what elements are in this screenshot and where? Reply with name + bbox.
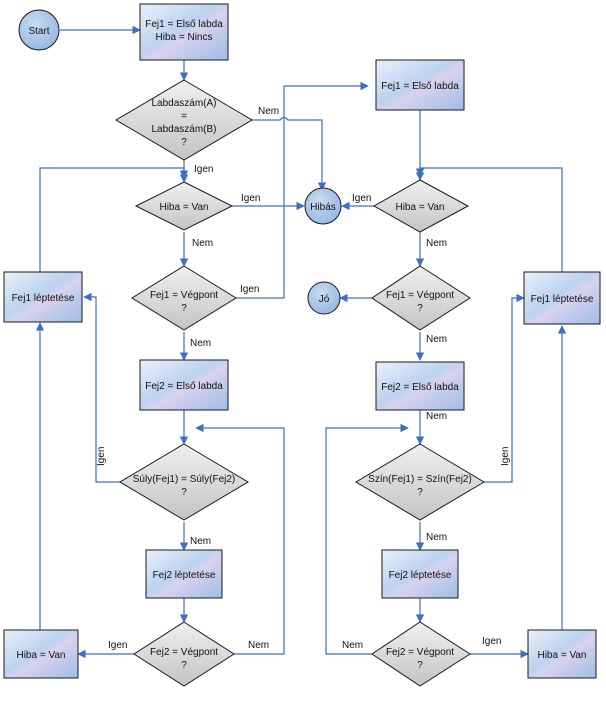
init-box-line-1: Fej1 = Első labda xyxy=(145,19,223,30)
left-fej2-vegpont-line-1: Fej2 = Végpont xyxy=(150,647,218,658)
labdaszam-diamond: Labdaszám(A) = Labdaszám(B) ? xyxy=(115,79,253,161)
edge-label-left-suly-igen: Igen xyxy=(96,447,107,466)
left-suly-diamond: Súly(Fej1) = Súly(Fej2) ? xyxy=(119,443,249,521)
edge-label-right-hiba-nem: Nem xyxy=(426,238,447,249)
edge-label-left-hiba-nem: Nem xyxy=(192,238,213,249)
left-set-hiba-label: Hiba = Van xyxy=(16,650,65,661)
edge-label-right-vegpont-nem: Nem xyxy=(426,334,447,345)
right-fej1-vegpont-line-2: ? xyxy=(417,303,423,314)
right-fej1-step-label: Fej1 léptetése xyxy=(531,294,594,305)
hibas-node-label: Hibás xyxy=(310,202,336,213)
init-box: Fej1 = Első labda Hiba = Nincs xyxy=(139,3,229,61)
jo-node: Jó xyxy=(307,281,341,315)
edge-label-right-hiba-igen: Igen xyxy=(352,193,371,204)
edge-left-vegpont-right-init xyxy=(236,81,369,299)
labdaszam-line-3: Labdaszám(B) xyxy=(151,124,216,135)
left-fej2-vegpont-line-2: ? xyxy=(181,660,187,671)
init-box-line-2: Hiba = Nincs xyxy=(156,32,213,43)
right-fej2-step-box: Fej2 léptetése xyxy=(381,549,459,599)
left-fej2-step-label: Fej2 léptetése xyxy=(153,570,216,581)
left-fej2-init-label: Fej2 = Első labda xyxy=(145,381,223,392)
labdaszam-line-1: Labdaszám(A) xyxy=(151,98,216,109)
right-fej2-vegpont-line-2: ? xyxy=(417,660,423,671)
edge-label-left-fej2vp-nem: Nem xyxy=(248,640,269,651)
edge-left-suly-fej1step xyxy=(83,292,120,483)
start-node: Start xyxy=(18,9,60,51)
left-set-hiba-box: Hiba = Van xyxy=(3,629,79,679)
edge-label-right-szin-igen: Igen xyxy=(500,447,511,466)
left-hiba-check-label: Hiba = Van xyxy=(159,202,208,213)
edge-label-right-fej2vp-igen: Igen xyxy=(482,636,501,647)
edge-right-szin-fej1step xyxy=(468,293,525,483)
edge-labdaszam-hibas xyxy=(228,116,327,191)
right-szin-line-1: Szín(Fej1) = Szín(Fej2) xyxy=(368,474,472,485)
jo-node-label: Jó xyxy=(319,294,330,305)
left-hiba-check-diamond: Hiba = Van xyxy=(134,181,234,231)
left-suly-line-2: ? xyxy=(181,487,187,498)
labdaszam-line-4: ? xyxy=(181,137,187,148)
left-suly-line-1: Súly(Fej1) = Súly(Fej2) xyxy=(133,474,236,485)
left-fej2-init-box: Fej2 = Első labda xyxy=(139,359,229,411)
edge-label-left-vegpont-igen: Igen xyxy=(240,284,259,295)
right-fej2-vegpont-diamond: Fej2 = Végpont ? xyxy=(371,621,471,687)
left-fej1-vegpont-line-1: Fej1 = Végpont xyxy=(150,290,218,301)
right-set-hiba-label: Hiba = Van xyxy=(537,650,586,661)
left-fej1-vegpont-diamond: Fej1 = Végpont ? xyxy=(131,265,237,331)
right-hiba-check-label: Hiba = Van xyxy=(395,202,444,213)
left-fej1-step-box: Fej1 léptetése xyxy=(3,271,83,323)
left-fej1-vegpont-line-2: ? xyxy=(181,303,187,314)
edge-label-left-fej2vp-igen: Igen xyxy=(108,640,127,651)
right-fej1-init-box: Fej1 = Első labda xyxy=(375,59,465,111)
right-szin-line-2: ? xyxy=(417,487,423,498)
edge-left-fej1step-loop xyxy=(39,167,189,272)
left-fej2-step-box: Fej2 léptetése xyxy=(145,549,223,599)
right-fej2-vegpont-line-1: Fej2 = Végpont xyxy=(386,647,454,658)
nodes: Start Fej1 = Első labda Hiba = Nincs Lab… xyxy=(3,3,601,687)
left-fej2-vegpont-diamond: Fej2 = Végpont ? xyxy=(133,621,235,687)
right-fej2-init-label: Fej2 = Első labda xyxy=(381,382,459,393)
edge-label-labdaszam-nem: Nem xyxy=(258,106,279,117)
right-fej1-step-box: Fej1 léptetése xyxy=(523,271,601,325)
edge-left-fej2vp-loop xyxy=(195,423,285,655)
hibas-node: Hibás xyxy=(304,187,342,225)
edge-right-fej2vp-loop xyxy=(325,423,409,655)
edge-label-left-vegpont-nem: Nem xyxy=(190,338,211,349)
labdaszam-line-2: = xyxy=(181,111,187,122)
edge-labels: Nem Igen Igen Nem Igen Nem Igen Nem Igen… xyxy=(96,106,511,651)
edge-label-right-fej2vp-nem: Nem xyxy=(342,640,363,651)
edge-right-fej1step-loop xyxy=(415,167,563,272)
edge-label-labdaszam-igen: Igen xyxy=(194,164,213,175)
edge-label-right-fej2init-nem: Nem xyxy=(426,411,447,422)
right-fej2-step-label: Fej2 léptetése xyxy=(389,570,452,581)
right-fej1-vegpont-diamond: Fej1 = Végpont ? xyxy=(371,265,471,331)
connectors xyxy=(35,25,567,659)
right-set-hiba-box: Hiba = Van xyxy=(527,629,597,679)
start-node-label: Start xyxy=(28,26,49,37)
edge-label-left-hiba-igen: Igen xyxy=(241,193,260,204)
right-fej1-vegpont-line-1: Fej1 = Végpont xyxy=(386,290,454,301)
right-hiba-check-diamond: Hiba = Van xyxy=(372,179,470,233)
right-fej2-init-box: Fej2 = Első labda xyxy=(375,361,465,411)
edge-label-right-szin-nem: Nem xyxy=(426,532,447,543)
edge-label-left-suly-nem: Nem xyxy=(190,536,211,547)
left-fej1-step-label: Fej1 léptetése xyxy=(12,293,75,304)
right-szin-diamond: Szín(Fej1) = Szín(Fej2) ? xyxy=(355,443,485,521)
right-fej1-init-label: Fej1 = Első labda xyxy=(381,81,459,92)
